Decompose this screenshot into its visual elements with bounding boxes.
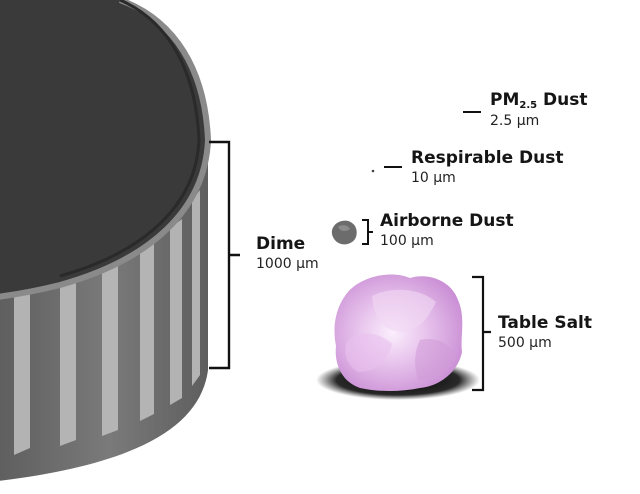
respirable-dust-label: Respirable Dust 10 µm xyxy=(411,148,564,186)
dime-size: 1000 µm xyxy=(256,255,319,272)
dime-coin xyxy=(0,0,212,481)
airborne-dust-bracket xyxy=(362,219,373,245)
dime-name: Dime xyxy=(256,234,306,254)
pm25-dust-label: PM2.5 Dust 2.5 µm xyxy=(490,90,588,129)
table-salt-bracket xyxy=(472,275,491,392)
dime-face xyxy=(0,0,208,297)
respirable-dust-size: 10 µm xyxy=(411,169,456,186)
airborne-dust-particle xyxy=(331,220,357,245)
pm25-name-suffix: Dust xyxy=(537,90,588,110)
dime-rim xyxy=(0,0,212,300)
pm25-name-prefix: PM xyxy=(490,90,520,110)
pm25-dust-name: PM2.5 Dust xyxy=(490,90,588,112)
dime-ridges xyxy=(14,190,200,455)
dime-label: Dime 1000 µm xyxy=(256,234,319,272)
respirable-dust-particle xyxy=(371,169,375,173)
table-salt-size: 500 µm xyxy=(498,334,552,351)
table-salt-crystal xyxy=(334,274,463,391)
pm25-dust-size: 2.5 µm xyxy=(490,112,540,129)
airborne-dust-name: Airborne Dust xyxy=(380,211,514,231)
airborne-dust-label: Airborne Dust 100 µm xyxy=(380,211,514,249)
table-salt-name: Table Salt xyxy=(498,313,592,333)
airborne-dust-size: 100 µm xyxy=(380,232,434,249)
respirable-dust-name: Respirable Dust xyxy=(411,148,564,168)
dime-bracket xyxy=(209,140,240,370)
pm25-name-subscript: 2.5 xyxy=(519,100,538,111)
table-salt-label: Table Salt 500 µm xyxy=(498,313,592,351)
